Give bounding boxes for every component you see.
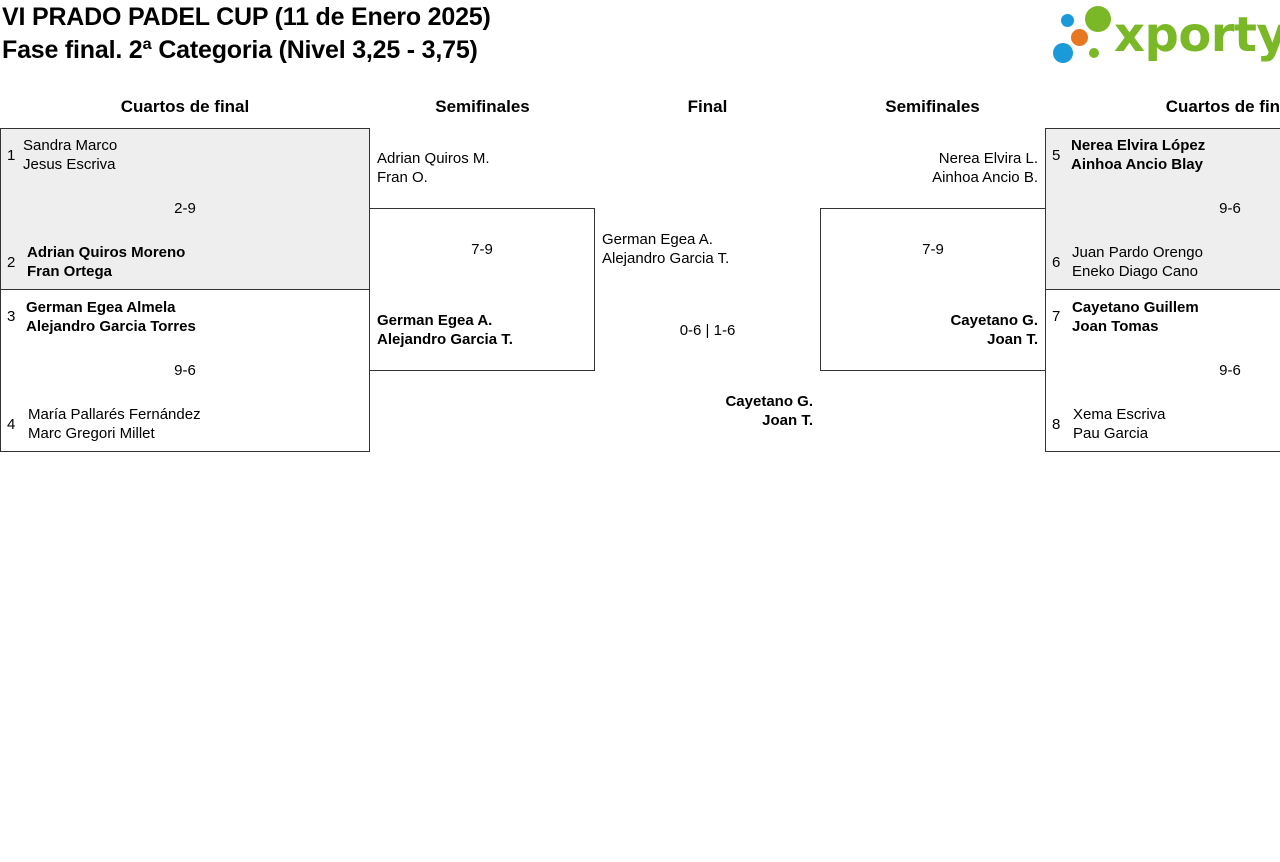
player-name: Cayetano G. — [725, 393, 813, 410]
seed-number: 1 — [7, 147, 16, 164]
team-pair-winner: German Egea Almela Alejandro Garcia Torr… — [26, 298, 196, 336]
player-name: German Egea Almela — [26, 299, 176, 316]
player-name: Cayetano G. — [950, 312, 1038, 329]
team-pair-winner: Adrian Quiros Moreno Fran Ortega — [27, 243, 185, 281]
logo-dot-green — [1085, 6, 1111, 32]
player-name: Adrian Quiros Moreno — [27, 244, 186, 261]
champion-pair: Cayetano G. Joan T. — [600, 392, 813, 430]
player-name: Cayetano Guillem — [1072, 299, 1199, 316]
seed-number: 6 — [1052, 254, 1061, 271]
logo-text: xporty — [1114, 7, 1280, 63]
page-subtitle: Fase final. 2ª Categoria (Nivel 3,25 - 3… — [2, 36, 478, 64]
seed-number: 5 — [1052, 147, 1061, 164]
round-header-right-quarters: Cuartos de final — [1165, 97, 1280, 116]
round-header-left-quarters: Cuartos de final — [120, 97, 250, 116]
match-score: 9-6 — [1219, 200, 1241, 217]
seed-number: 8 — [1052, 416, 1061, 433]
player-name: Joan T. — [762, 412, 813, 429]
seed-number: 2 — [7, 254, 16, 271]
quarterfinal-match-4 — [1045, 289, 1280, 452]
player-name: Sandra Marco — [23, 137, 118, 154]
round-header-final: Final — [687, 97, 728, 116]
round-header-right-semis: Semifinales — [885, 97, 980, 116]
player-name: Ainhoa Ancio B. — [932, 169, 1038, 186]
semifinal-match-left — [369, 208, 595, 371]
team-pair: German Egea A. Alejandro Garcia T. — [602, 230, 729, 268]
team-pair: Adrian Quiros M. Fran O. — [377, 149, 490, 187]
player-name: Alejandro Garcia Torres — [26, 318, 196, 335]
player-name: Adrian Quiros M. — [377, 150, 490, 167]
player-name: German Egea A. — [377, 312, 493, 329]
team-pair: Xema Escriva Pau Garcia — [1073, 405, 1166, 443]
team-pair: Sandra Marco Jesus Escriva — [23, 136, 117, 174]
quarterfinal-match-1 — [0, 128, 370, 290]
logo-dot-blue-top — [1061, 14, 1074, 27]
team-pair: María Pallarés Fernández Marc Gregori Mi… — [28, 405, 201, 443]
player-name: Marc Gregori Millet — [28, 425, 155, 442]
round-header-left-semis: Semifinales — [435, 97, 530, 116]
player-name: Joan T. — [987, 331, 1038, 348]
player-name: Eneko Diago Cano — [1072, 263, 1198, 280]
logo-dot-blue-bottom — [1053, 43, 1073, 63]
team-pair: Nerea Elvira L. Ainhoa Ancio B. — [820, 149, 1038, 187]
player-name: Alejandro Garcia T. — [602, 250, 730, 267]
match-score: 9-6 — [174, 362, 196, 379]
match-score: 7-9 — [922, 241, 944, 258]
final-score: 0-6 | 1-6 — [679, 322, 736, 339]
seed-number: 4 — [7, 416, 16, 433]
match-score: 2-9 — [174, 200, 196, 217]
player-name: Xema Escriva — [1073, 406, 1166, 423]
seed-number: 7 — [1052, 308, 1061, 325]
player-name: Nerea Elvira López — [1071, 137, 1206, 154]
player-name: Pau Garcia — [1073, 425, 1149, 442]
player-name: Alejandro Garcia T. — [377, 331, 513, 348]
player-name: Ainhoa Ancio Blay — [1071, 156, 1203, 173]
player-name: Fran O. — [377, 169, 428, 186]
seed-number: 3 — [7, 308, 16, 325]
team-pair: Juan Pardo Orengo Eneko Diago Cano — [1072, 243, 1203, 281]
player-name: Juan Pardo Orengo — [1072, 244, 1203, 261]
team-pair-winner: Nerea Elvira López Ainhoa Ancio Blay — [1071, 136, 1205, 174]
match-score: 7-9 — [471, 241, 493, 258]
quarterfinal-match-3 — [1045, 128, 1280, 290]
player-name: Jesus Escriva — [23, 156, 116, 173]
player-name: Fran Ortega — [27, 263, 113, 280]
player-name: Joan Tomas — [1072, 318, 1159, 335]
match-score: 9-6 — [1219, 362, 1241, 379]
player-name: Nerea Elvira L. — [938, 150, 1038, 167]
team-pair-winner: Cayetano G. Joan T. — [820, 311, 1038, 349]
logo-dot-green-small — [1089, 48, 1099, 58]
player-name: German Egea A. — [602, 231, 713, 248]
xporty-logo: xporty — [1052, 4, 1280, 66]
player-name: María Pallarés Fernández — [28, 406, 201, 423]
page-title: VI PRADO PADEL CUP (11 de Enero 2025) — [2, 3, 491, 31]
team-pair-winner: German Egea A. Alejandro Garcia T. — [377, 311, 513, 349]
team-pair-winner: Cayetano Guillem Joan Tomas — [1072, 298, 1199, 336]
logo-dot-orange — [1071, 29, 1088, 46]
